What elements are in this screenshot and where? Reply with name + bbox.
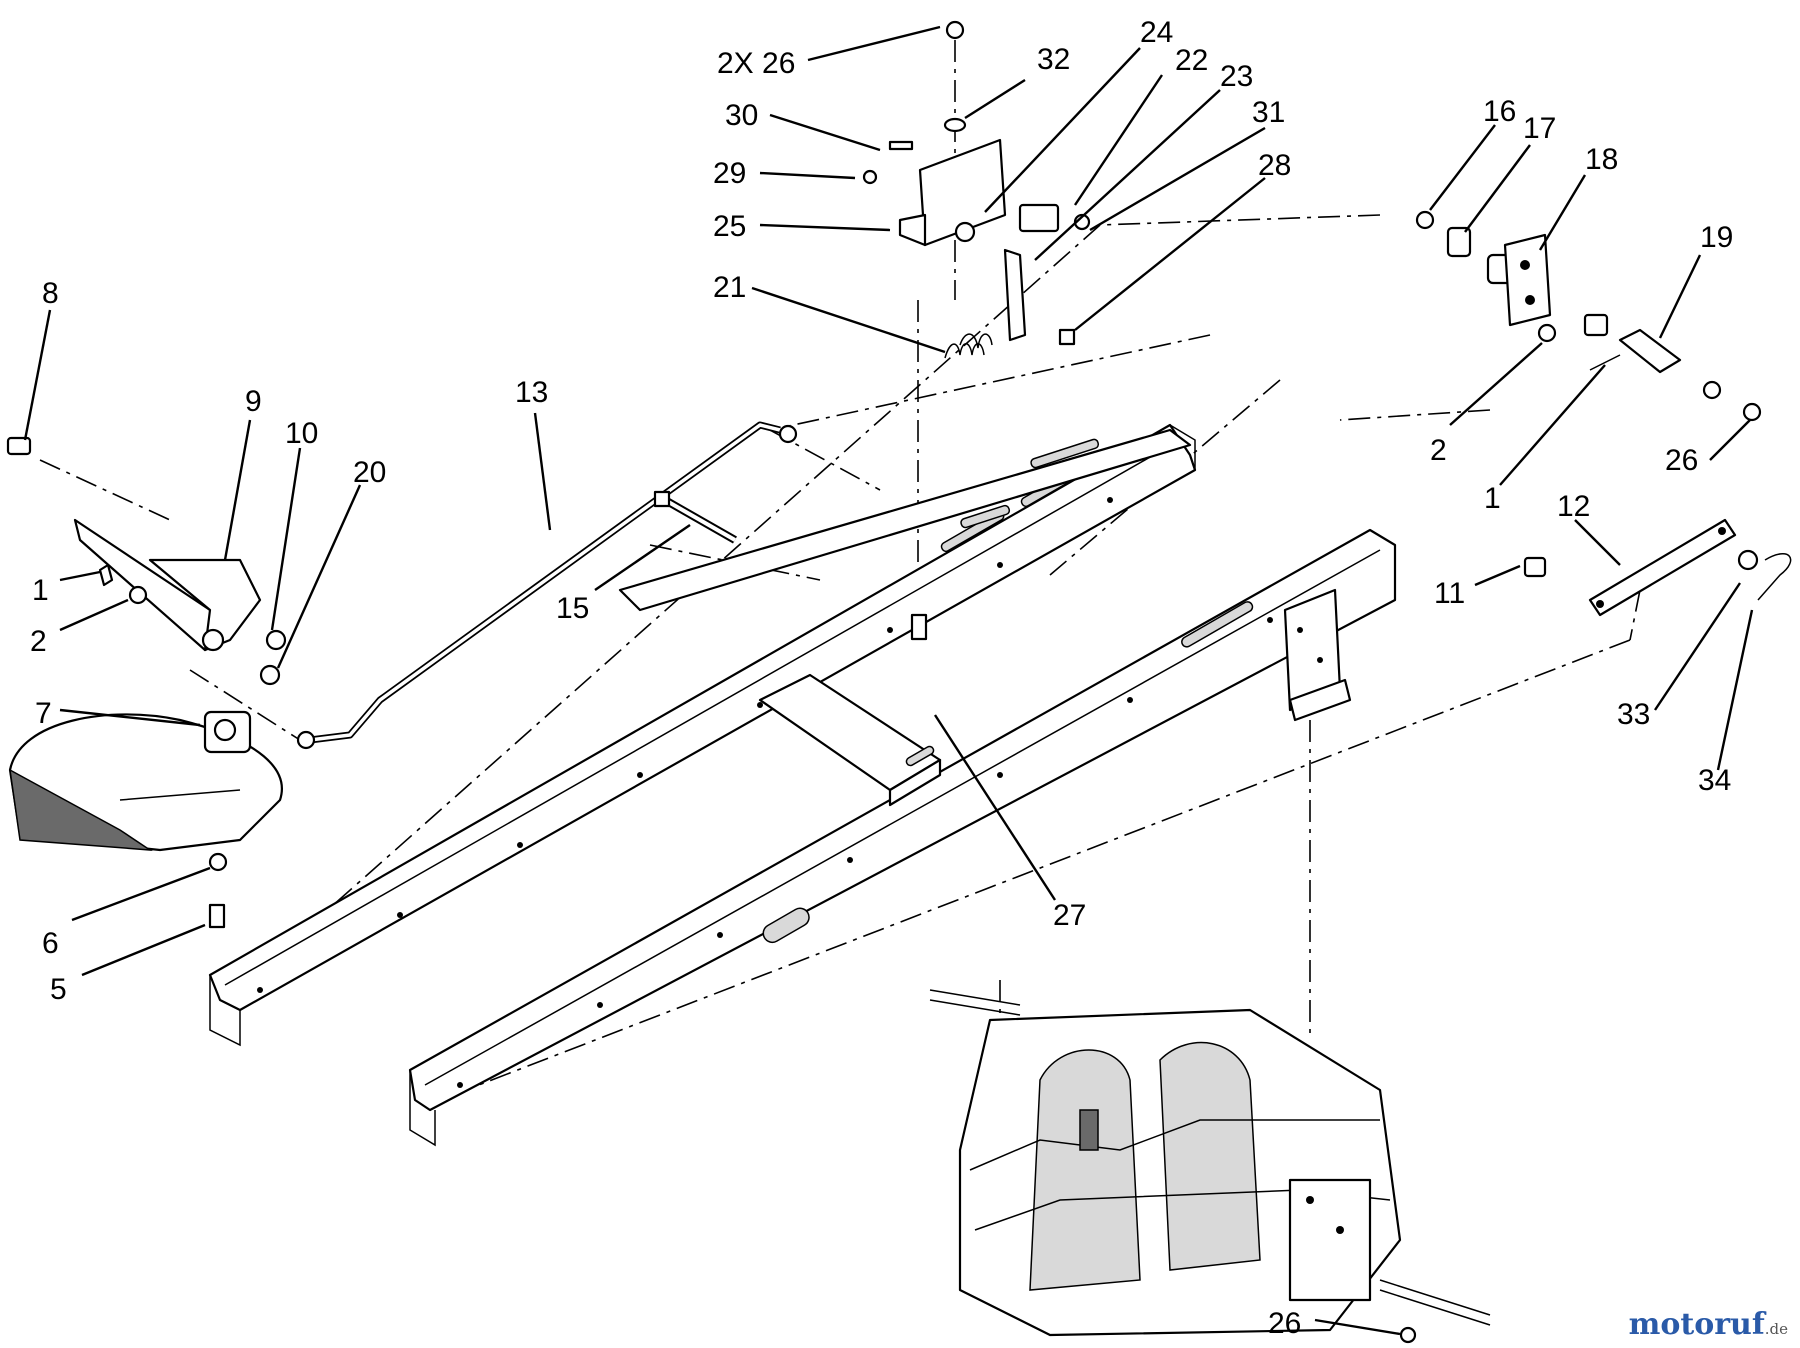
label-24: 24 (1140, 16, 1173, 49)
label-18: 18 (1585, 143, 1618, 176)
callout-labels: 2X 26 32 24 22 23 31 30 29 25 28 21 16 1… (30, 16, 1733, 1340)
label-11: 11 (1434, 577, 1465, 610)
spring-21 (944, 333, 993, 359)
washer-6 (208, 852, 228, 872)
label-23: 23 (1220, 60, 1253, 93)
label-7: 7 (35, 697, 52, 730)
bolt-27 (910, 613, 928, 641)
rear-bracket (1283, 588, 1352, 722)
label-13: 13 (515, 376, 548, 409)
label-16: 16 (1483, 95, 1516, 128)
label-8: 8 (42, 277, 59, 310)
transmission (929, 989, 1491, 1337)
frame-rail-left (208, 423, 1197, 1047)
label-21: 21 (713, 271, 746, 304)
label-32: 32 (1037, 43, 1070, 76)
right-linkage (1415, 210, 1762, 422)
label-27: 27 (1053, 899, 1086, 932)
label-20: 20 (353, 456, 386, 489)
label-25: 25 (713, 210, 746, 243)
label-30: 30 (725, 99, 758, 132)
label-1-left: 1 (32, 574, 49, 607)
control-rod (296, 421, 798, 750)
label-2-left: 2 (30, 625, 47, 658)
frame-upper-rail (618, 428, 1192, 612)
frame-rail-right (408, 528, 1397, 1147)
bolt-15 (653, 490, 737, 544)
watermark-logo: motoruf.de (1629, 1307, 1788, 1342)
label-28: 28 (1258, 149, 1291, 182)
link-12 (1523, 518, 1792, 617)
label-26-bottom: 26 (1268, 1307, 1301, 1340)
nut-26-bottom (1399, 1326, 1417, 1344)
label-2x26: 2X 26 (717, 47, 795, 80)
bolt-5 (208, 903, 226, 929)
label-9: 9 (245, 385, 262, 418)
watermark-suffix: .de (1764, 1320, 1788, 1338)
watermark-main: motoruf (1628, 1307, 1765, 1342)
label-34: 34 (1698, 764, 1731, 797)
label-17: 17 (1523, 112, 1556, 145)
label-19: 19 (1700, 221, 1733, 254)
label-5: 5 (50, 973, 67, 1006)
label-31: 31 (1252, 96, 1285, 129)
pedal-assembly (6, 436, 287, 686)
frame-cross-member (758, 673, 942, 807)
label-15: 15 (556, 592, 589, 625)
pedal-pad (8, 710, 283, 852)
upper-bracket (862, 20, 1091, 346)
label-6: 6 (42, 927, 59, 960)
label-10: 10 (285, 417, 318, 450)
label-26-right: 26 (1665, 444, 1698, 477)
label-1-right: 1 (1484, 482, 1501, 515)
label-29: 29 (713, 157, 746, 190)
label-22: 22 (1175, 44, 1208, 77)
leader-lines (23, 25, 1754, 1336)
label-33: 33 (1617, 698, 1650, 731)
label-2-right: 2 (1430, 434, 1447, 467)
label-12: 12 (1557, 490, 1590, 523)
